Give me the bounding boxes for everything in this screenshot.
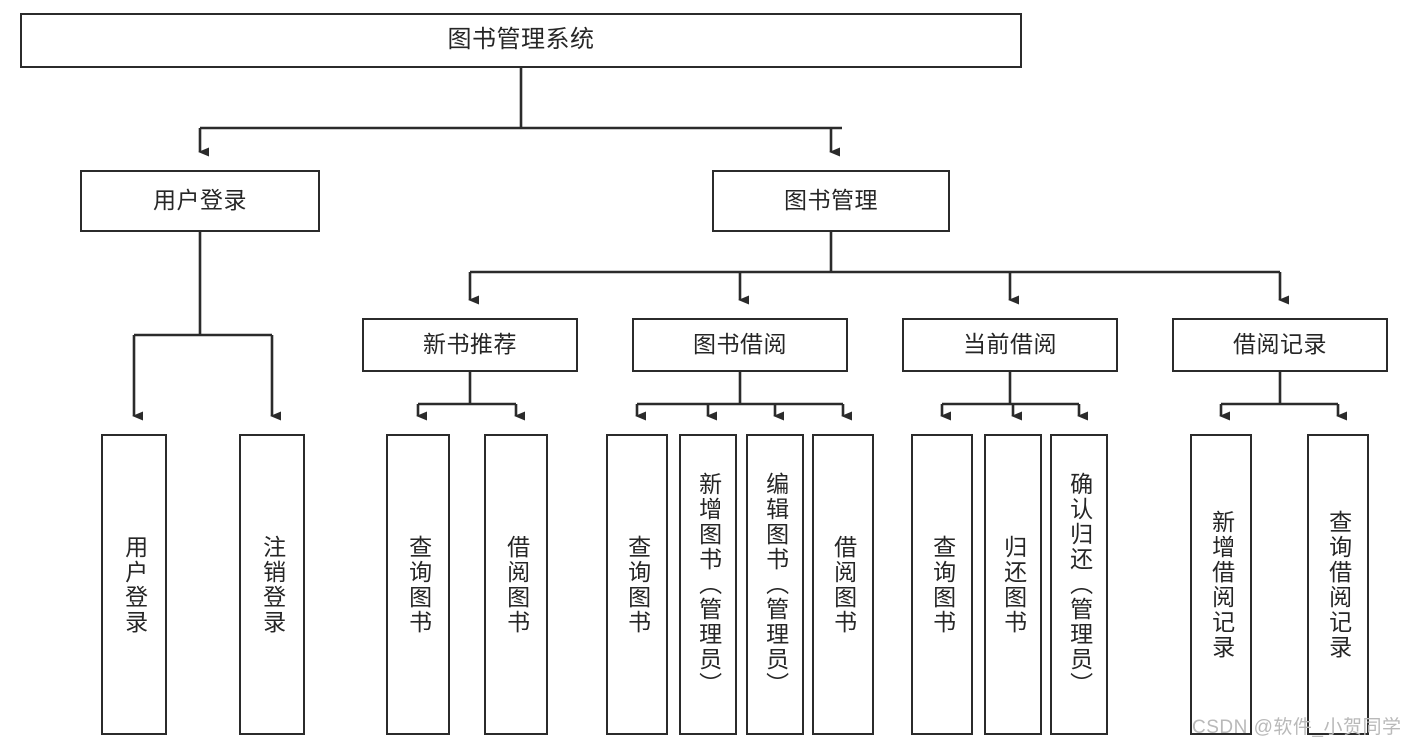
- node-label: 当前借阅: [963, 331, 1057, 358]
- node-leaf-add-book-admin[interactable]: 新增图书（管理员）: [679, 434, 737, 735]
- node-leaf-query-books-newbook[interactable]: 查询图书: [386, 434, 450, 735]
- node-label: 借阅图书: [830, 534, 857, 635]
- node-label: 借阅图书: [503, 534, 530, 635]
- node-label: 编辑图书（管理员）: [762, 472, 789, 697]
- node-book-borrowing[interactable]: 图书借阅: [632, 318, 848, 372]
- node-label: 查询图书: [929, 534, 956, 635]
- node-root-book-management-system[interactable]: 图书管理系统: [20, 13, 1022, 68]
- node-leaf-edit-book-admin[interactable]: 编辑图书（管理员）: [746, 434, 804, 735]
- node-new-book-recommendation[interactable]: 新书推荐: [362, 318, 578, 372]
- node-label: 图书管理系统: [447, 26, 595, 54]
- node-leaf-query-books-borrow[interactable]: 查询图书: [606, 434, 668, 735]
- node-leaf-query-borrow-record[interactable]: 查询借阅记录: [1307, 434, 1369, 735]
- node-label: 查询图书: [624, 534, 651, 635]
- node-borrowing-records[interactable]: 借阅记录: [1172, 318, 1388, 372]
- node-label: 查询图书: [405, 534, 432, 635]
- node-leaf-borrow-books-newbook[interactable]: 借阅图书: [484, 434, 548, 735]
- node-leaf-confirm-return-admin[interactable]: 确认归还（管理员）: [1050, 434, 1108, 735]
- node-leaf-query-books-current[interactable]: 查询图书: [911, 434, 973, 735]
- node-label: 注销登录: [259, 534, 286, 635]
- node-label: 新书推荐: [423, 331, 517, 358]
- node-label: 新增图书（管理员）: [695, 472, 722, 697]
- node-user-login[interactable]: 用户登录: [80, 170, 320, 232]
- node-label: 图书借阅: [693, 331, 787, 358]
- node-label: 用户登录: [153, 187, 247, 214]
- node-leaf-user-login[interactable]: 用户登录: [101, 434, 167, 735]
- node-current-borrowing[interactable]: 当前借阅: [902, 318, 1118, 372]
- node-leaf-add-borrow-record[interactable]: 新增借阅记录: [1190, 434, 1252, 735]
- node-leaf-return-books[interactable]: 归还图书: [984, 434, 1042, 735]
- node-label: 借阅记录: [1233, 331, 1327, 358]
- node-label: 查询借阅记录: [1325, 509, 1352, 660]
- node-label: 新增借阅记录: [1208, 509, 1235, 660]
- node-label: 用户登录: [121, 534, 148, 635]
- node-label: 确认归还（管理员）: [1066, 472, 1093, 697]
- node-leaf-borrow-books[interactable]: 借阅图书: [812, 434, 874, 735]
- node-label: 图书管理: [784, 187, 878, 214]
- node-leaf-logout[interactable]: 注销登录: [239, 434, 305, 735]
- node-book-management[interactable]: 图书管理: [712, 170, 950, 232]
- csdn-watermark: CSDN @软件_小贺同学: [1192, 717, 1402, 738]
- node-label: 归还图书: [1000, 534, 1027, 635]
